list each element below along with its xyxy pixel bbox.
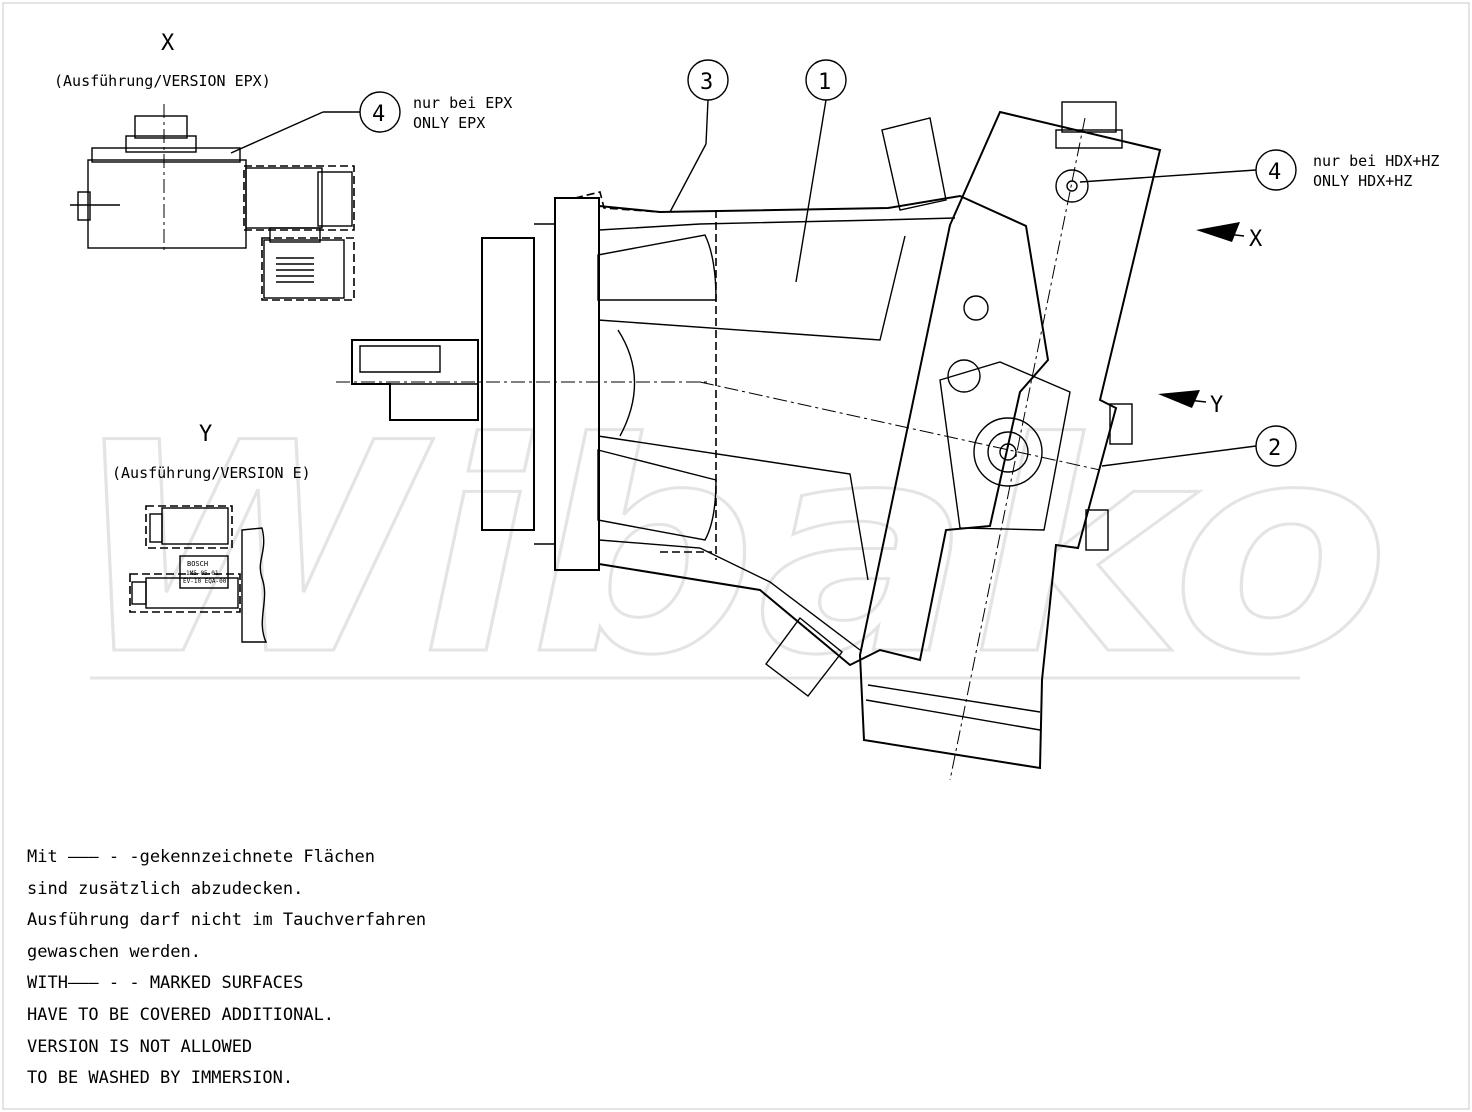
epx-valve-body: [87, 159, 247, 249]
control-block: [858, 110, 1162, 770]
note-line: WITH——— - - MARKED SURFACES: [27, 973, 304, 994]
epx-plug-mask: [261, 237, 355, 301]
view-x-detail: X (Ausführung/VERSION EPX) 4 nur bei EPX…: [54, 31, 512, 301]
housing-rib: [597, 235, 906, 581]
output-shaft: [351, 339, 479, 421]
main-motor-view: 3 1 4 nur bei HDX+HZ ONLY HDX+HZ 2 X Y: [336, 59, 1439, 781]
leader-3: [705, 99, 709, 145]
epx-plug-top: [269, 227, 321, 243]
pressure-port-outer: [973, 417, 1043, 487]
view-y-detail: Y (Ausführung/VERSION E) BOSCH 1M5-05-01…: [112, 422, 311, 643]
notes-block: Mit ——— - -gekennzeichnete Flächen sind …: [27, 843, 426, 1096]
epx-nut: [134, 115, 188, 139]
housing-lower-contour: [598, 539, 861, 651]
hdx-note-line2: ONLY HDX+HZ: [1313, 172, 1412, 190]
epx-connector: [317, 171, 353, 227]
epx-coil: [245, 167, 323, 229]
note-line: HAVE TO BE COVERED ADDITIONAL.: [27, 1004, 335, 1025]
bent-centerline: [699, 381, 1101, 471]
e-valve-mask-bottom: [129, 573, 241, 613]
arrow-x: [1196, 222, 1240, 242]
port-arc: [617, 329, 636, 437]
side-plug: [1109, 403, 1133, 445]
balloon-1: [805, 59, 847, 101]
top-plug-cap: [1055, 129, 1123, 149]
view-y-version: (Ausführung/VERSION E): [112, 464, 311, 482]
view-y-label: Y: [199, 422, 212, 447]
balloon-3-number: 3: [700, 70, 713, 95]
control-lower-box: [865, 684, 1041, 731]
balloon-2: [1255, 425, 1297, 467]
hdx-port-inner: [1066, 180, 1078, 192]
leader-3b: [669, 143, 707, 213]
e-valve-mask-top: [145, 505, 233, 549]
front-flange: [481, 237, 535, 531]
view-x-version: (Ausführung/VERSION EPX): [54, 72, 271, 90]
leader-4: [1079, 169, 1257, 183]
balloon-4-number: 4: [1268, 160, 1281, 185]
control-axis: [949, 117, 1086, 781]
pressure-port: [987, 431, 1029, 473]
epx-note-line1: nur bei EPX: [413, 94, 512, 112]
note-line: gewaschen werden.: [27, 941, 201, 962]
control-block-detail: [939, 361, 1071, 531]
watermark: Wibako: [69, 381, 1392, 721]
note-line: Mit ——— - -gekennzeichnete Flächen: [27, 847, 375, 867]
epx-top-block: [91, 147, 241, 163]
note-line: sind zusätzlich abzudecken.: [27, 878, 304, 899]
epx-balloon-number: 4: [372, 102, 385, 127]
epx-connector-mask: [243, 165, 355, 231]
e-valve-coil: [161, 507, 229, 545]
lower-drain-plug: [765, 616, 843, 697]
e-valve-plate: [179, 555, 229, 589]
side-plug-lower: [1085, 509, 1109, 551]
epx-side-plug: [77, 191, 91, 221]
view-x-label: X: [161, 31, 175, 56]
epx-plug-body: [263, 239, 345, 299]
leader-1: [795, 99, 827, 283]
balloon-4: [1255, 149, 1297, 191]
adjust-screw: [963, 295, 989, 321]
flange-step: [534, 223, 555, 545]
e-valve-brand: BOSCH: [187, 560, 208, 568]
epx-leader: [230, 111, 324, 154]
epx-plug-grille: [276, 257, 314, 283]
upper-drain-plug: [881, 117, 947, 211]
arrow-x-label: X: [1249, 227, 1263, 252]
e-valve-end: [131, 581, 147, 605]
adjust-nut: [947, 359, 981, 393]
epx-nut-base: [125, 135, 197, 153]
bore-upper: [597, 234, 717, 301]
housing-upper-contour: [598, 217, 956, 231]
arrow-y-label: Y: [1210, 393, 1223, 418]
e-valve-code2: EV-10 EQA-00: [183, 578, 227, 585]
top-plug: [1061, 101, 1117, 133]
note-line: VERSION IS NOT ALLOWED: [27, 1036, 253, 1057]
note-line: TO BE WASHED BY IMMERSION.: [27, 1068, 294, 1089]
shaft-key: [359, 345, 441, 373]
hdx-port: [1055, 169, 1089, 203]
arrow-x-shaft: [1209, 231, 1245, 237]
balloon-3: [687, 59, 729, 101]
pressure-port-inner: [999, 443, 1017, 461]
watermark-text: Wibako: [70, 382, 1390, 719]
epx-note-line2: ONLY EPX: [413, 114, 485, 132]
note-line: Ausführung darf nicht im Tauchverfahren: [27, 910, 427, 931]
arrow-y-shaft: [1169, 397, 1207, 403]
motor-housing: [598, 194, 1050, 667]
leader-2: [1101, 445, 1257, 467]
e-housing-break: [241, 527, 268, 643]
balloon-1-number: 1: [818, 70, 831, 95]
balloon-2-number: 2: [1268, 436, 1281, 461]
hdx-note-line1: nur bei HDX+HZ: [1313, 152, 1439, 170]
epx-balloon: [359, 91, 401, 133]
masked-surface-upper: [574, 191, 661, 213]
